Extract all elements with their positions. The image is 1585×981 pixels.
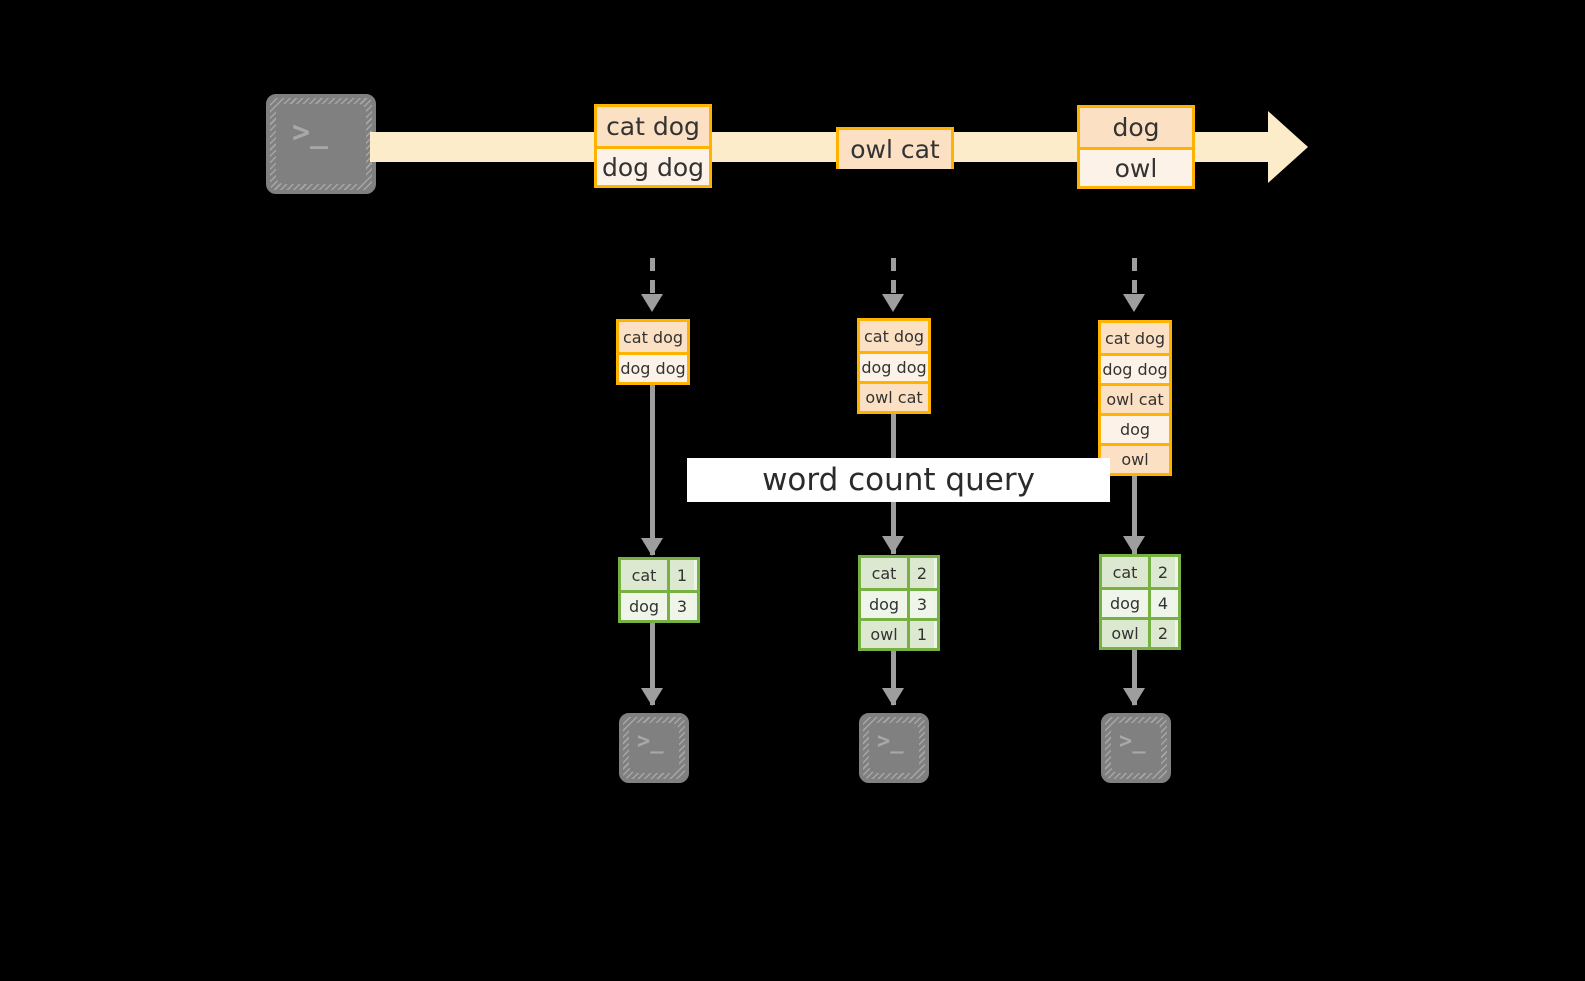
arrow-down-icon <box>641 294 663 312</box>
snapshot-input-row: dog dog <box>1101 353 1169 383</box>
snapshot-3-sink-terminal-icon: >_ <box>1101 713 1171 783</box>
result-word: owl <box>861 621 907 648</box>
arrow-down-icon <box>882 294 904 312</box>
result-count: 3 <box>907 591 934 618</box>
snapshot-1-sink-line <box>650 623 655 705</box>
result-count: 3 <box>667 593 694 620</box>
table-row: cat 2 <box>861 558 937 588</box>
terminal-prompt-glyph: >_ <box>292 115 329 150</box>
result-count: 2 <box>907 558 934 588</box>
snapshot-1-query-line <box>650 385 655 555</box>
table-row: dog 3 <box>621 590 697 620</box>
snapshot-1-input-table: cat dog dog dog <box>616 319 690 385</box>
query-label: word count query <box>687 458 1110 502</box>
arrow-down-icon <box>1123 536 1145 554</box>
snapshot-3-query-line <box>1132 476 1137 556</box>
snapshot-input-row: cat dog <box>1101 323 1169 353</box>
result-word: dog <box>621 593 667 620</box>
snapshot-input-row: cat dog <box>860 321 928 351</box>
snapshot-input-row: owl <box>1101 443 1169 473</box>
terminal-prompt-glyph: >_ <box>1119 729 1146 754</box>
query-label-text: word count query <box>762 462 1035 498</box>
arrow-right-icon <box>1268 111 1308 183</box>
table-row: owl 2 <box>1102 617 1178 647</box>
snapshot-input-row: dog <box>1101 413 1169 443</box>
snapshot-1-result-table: cat 1 dog 3 <box>618 557 700 623</box>
stream-event-group-1: cat dog dog dog <box>594 104 712 188</box>
stream-event-group-2: owl cat <box>836 127 954 169</box>
result-word: cat <box>621 560 667 590</box>
result-word: dog <box>1102 590 1148 617</box>
arrow-down-icon <box>1123 294 1145 312</box>
table-row: owl 1 <box>861 618 937 648</box>
snapshot-3-sink-line <box>1132 650 1137 705</box>
snapshot-2-result-table: cat 2 dog 3 owl 1 <box>858 555 940 651</box>
result-word: cat <box>1102 557 1148 587</box>
snapshot-trigger-line-2 <box>891 258 896 294</box>
snapshot-trigger-line-3 <box>1132 258 1137 294</box>
result-count: 4 <box>1148 590 1175 617</box>
arrow-down-icon <box>641 688 663 706</box>
table-row: cat 2 <box>1102 557 1178 587</box>
stream-event-line: owl cat <box>839 130 951 169</box>
source-terminal-icon: >_ <box>266 94 376 194</box>
terminal-prompt-glyph: >_ <box>877 729 904 754</box>
result-count: 2 <box>1148 620 1175 647</box>
table-row: dog 4 <box>1102 587 1178 617</box>
stream-event-line: cat dog <box>597 107 709 146</box>
snapshot-2-input-table: cat dog dog dog owl cat <box>857 318 931 414</box>
arrow-down-icon <box>882 688 904 706</box>
snapshot-input-row: owl cat <box>1101 383 1169 413</box>
snapshot-3-result-table: cat 2 dog 4 owl 2 <box>1099 554 1181 650</box>
stream-event-group-3: dog owl <box>1077 105 1195 189</box>
arrow-down-icon <box>1123 688 1145 706</box>
stream-event-line: owl <box>1080 147 1192 186</box>
snapshot-input-row: dog dog <box>860 351 928 381</box>
result-count: 2 <box>1148 557 1175 587</box>
snapshot-input-row: owl cat <box>860 381 928 411</box>
arrow-down-icon <box>641 538 663 556</box>
arrow-down-icon <box>882 536 904 554</box>
terminal-screen <box>869 723 919 773</box>
stream-event-line: dog dog <box>597 146 709 185</box>
terminal-prompt-glyph: >_ <box>637 729 664 754</box>
snapshot-input-row: dog dog <box>619 352 687 382</box>
snapshot-2-sink-line <box>891 651 896 705</box>
result-word: dog <box>861 591 907 618</box>
snapshot-3-input-table: cat dog dog dog owl cat dog owl <box>1098 320 1172 476</box>
snapshot-trigger-line-1 <box>650 258 655 294</box>
snapshot-input-row: cat dog <box>619 322 687 352</box>
result-count: 1 <box>907 621 934 648</box>
terminal-screen <box>1111 723 1161 773</box>
table-row: dog 3 <box>861 588 937 618</box>
snapshot-1-sink-terminal-icon: >_ <box>619 713 689 783</box>
result-word: cat <box>861 558 907 588</box>
table-row: cat 1 <box>621 560 697 590</box>
terminal-screen <box>629 723 679 773</box>
stream-event-line: dog <box>1080 108 1192 147</box>
result-count: 1 <box>667 560 694 590</box>
snapshot-2-sink-terminal-icon: >_ <box>859 713 929 783</box>
terminal-screen <box>276 104 366 184</box>
result-word: owl <box>1102 620 1148 647</box>
